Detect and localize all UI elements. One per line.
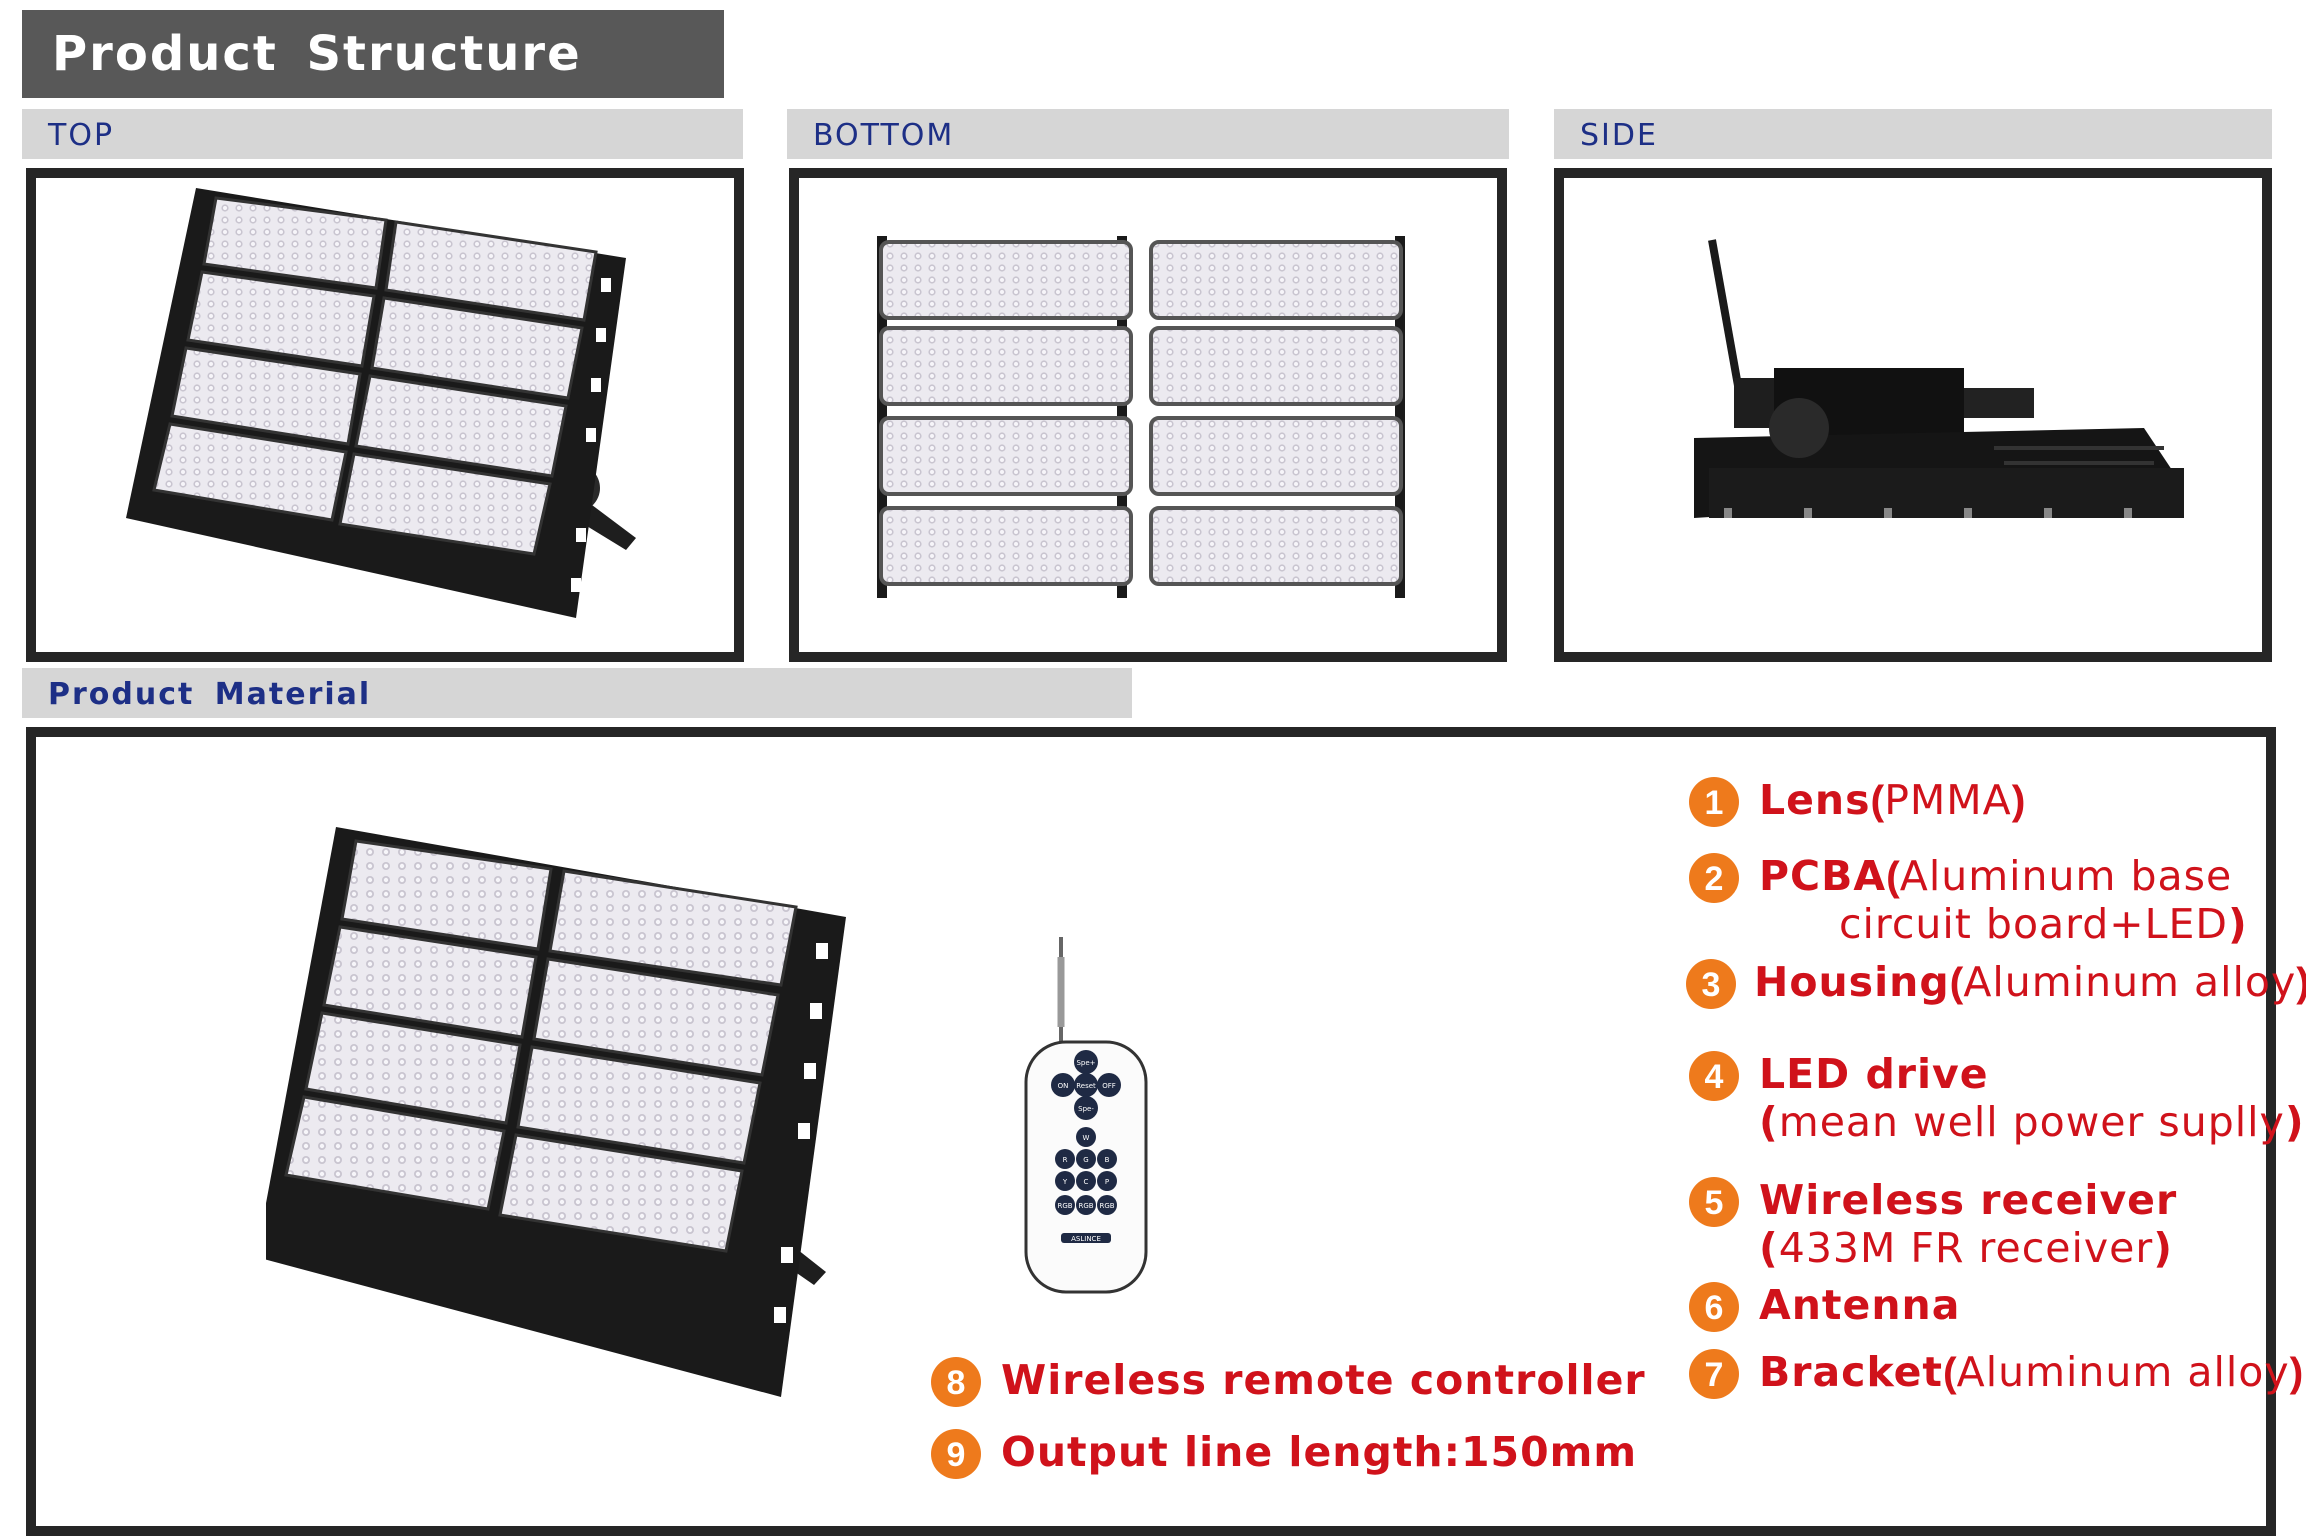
remote-label-r: R	[1063, 1156, 1068, 1164]
material-spec-7: Aluminum alloy	[1956, 1348, 2290, 1396]
material-name-8: Wireless remote controller	[1001, 1356, 1646, 1404]
remote-button	[1074, 1050, 1098, 1074]
top-view-photo	[26, 168, 744, 662]
material-spec-5: 433M FR receiver	[1778, 1224, 2154, 1272]
remote-label-y: Y	[1062, 1178, 1068, 1186]
floodlight-top-image	[126, 188, 636, 618]
badge-7: 7	[1689, 1349, 1739, 1399]
side-view-photo	[1554, 168, 2272, 662]
tab-bottom-view: BOTTOM	[787, 109, 1509, 159]
material-name-6: Antenna	[1759, 1281, 1961, 1329]
remote-label-w: W	[1083, 1134, 1090, 1142]
material-name-4: LED drive	[1759, 1050, 1989, 1098]
product-material-tab: Product Material	[22, 668, 1132, 718]
remote-label-reset: Reset	[1076, 1082, 1096, 1090]
bottom-view-photo	[789, 168, 1507, 662]
badge-6: 6	[1689, 1282, 1739, 1332]
material-name-5: Wireless receiver	[1759, 1176, 2178, 1224]
badge-1: 1	[1689, 777, 1739, 827]
remote-label-rgb-2: RGB	[1078, 1202, 1093, 1210]
material-spec-2b: circuit board+LED	[1839, 900, 2228, 948]
remote-brand-label: ASLINCE	[1071, 1235, 1101, 1243]
badge-9: 9	[931, 1429, 981, 1479]
material-name-9: Output line length:150mm	[1001, 1428, 1638, 1476]
material-spec-4: mean well power suplly	[1778, 1098, 2285, 1146]
material-spec-3: Aluminum alloy	[1963, 958, 2297, 1006]
material-name-3: Housing	[1754, 958, 1950, 1006]
remote-label-p: P	[1105, 1178, 1109, 1186]
remote-label-spe-minus: Spe-	[1078, 1105, 1094, 1113]
tab-top-view: TOP	[22, 109, 743, 159]
product-material-panel: Spe+ ON Reset OFF Spe- W R G B Y C P RGB…	[26, 727, 2306, 1536]
material-spec-2: Aluminum base	[1899, 852, 2233, 900]
badge-4: 4	[1689, 1051, 1739, 1101]
remote-controller-image: Spe+ ON Reset OFF Spe- W R G B Y C P RGB…	[1024, 937, 1148, 1294]
floodlight-side-image	[1694, 239, 2184, 518]
badge-3: 3	[1686, 959, 1736, 1009]
badge-2: 2	[1689, 853, 1739, 903]
floodlight-bottom-image	[877, 236, 1405, 598]
remote-label-g: G	[1083, 1156, 1088, 1164]
tab-side-view: SIDE	[1554, 109, 2272, 159]
remote-label-on: ON	[1058, 1082, 1069, 1090]
material-name-7: Bracket	[1759, 1348, 1944, 1396]
badge-8: 8	[931, 1357, 981, 1407]
material-name-2: PCBA	[1759, 852, 1887, 900]
remote-label-off: OFF	[1102, 1082, 1116, 1090]
material-name-1: Lens	[1759, 776, 1871, 824]
floodlight-material-image	[266, 827, 846, 1397]
remote-label-rgb-3: RGB	[1099, 1202, 1114, 1210]
remote-label-b: B	[1105, 1156, 1110, 1164]
remote-label-rgb-1: RGB	[1057, 1202, 1072, 1210]
badge-5: 5	[1689, 1177, 1739, 1227]
page-title: Product Structure	[22, 10, 724, 98]
remote-label-c: C	[1084, 1178, 1089, 1186]
remote-label-spe-plus: Spe+	[1076, 1059, 1095, 1067]
material-spec-1: PMMA	[1884, 776, 2012, 824]
